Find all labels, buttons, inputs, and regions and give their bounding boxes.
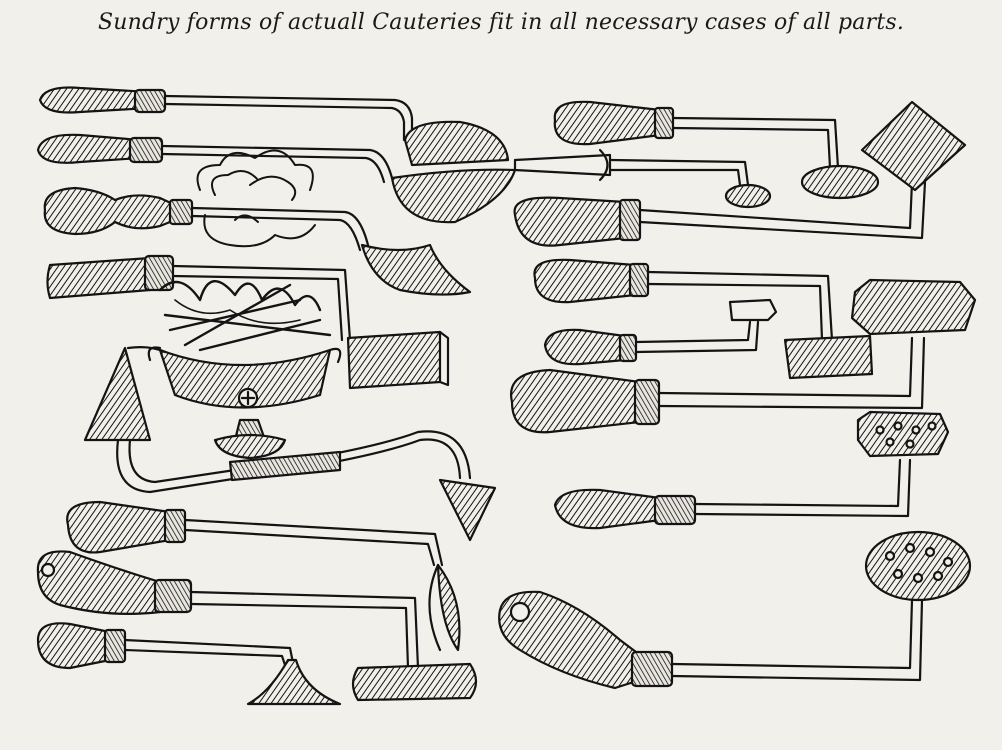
- disc-cautery-large: [553, 100, 880, 200]
- perforated-cautery-small: [553, 410, 950, 530]
- spear-cautery: [66, 500, 461, 652]
- square-cautery: [513, 100, 967, 247]
- smoke-plume: [196, 149, 316, 248]
- hexagonal-bar-cautery: [533, 258, 874, 380]
- cone-cautery: [36, 622, 342, 706]
- ladle-cautery-2: [36, 133, 517, 224]
- brazier: [147, 280, 342, 460]
- roller-cautery: [36, 550, 478, 702]
- axe-cautery: [43, 186, 472, 296]
- triangle-cautery-left: [83, 346, 497, 542]
- knob-cautery: [543, 298, 778, 366]
- disc-cautery-small: [513, 148, 772, 209]
- ladle-cautery-1: [38, 86, 510, 167]
- perforated-cautery-large: [498, 530, 972, 690]
- octagon-cautery: [509, 278, 977, 434]
- plate-caption: Sundry forms of actuall Cauteries fit in…: [97, 10, 905, 35]
